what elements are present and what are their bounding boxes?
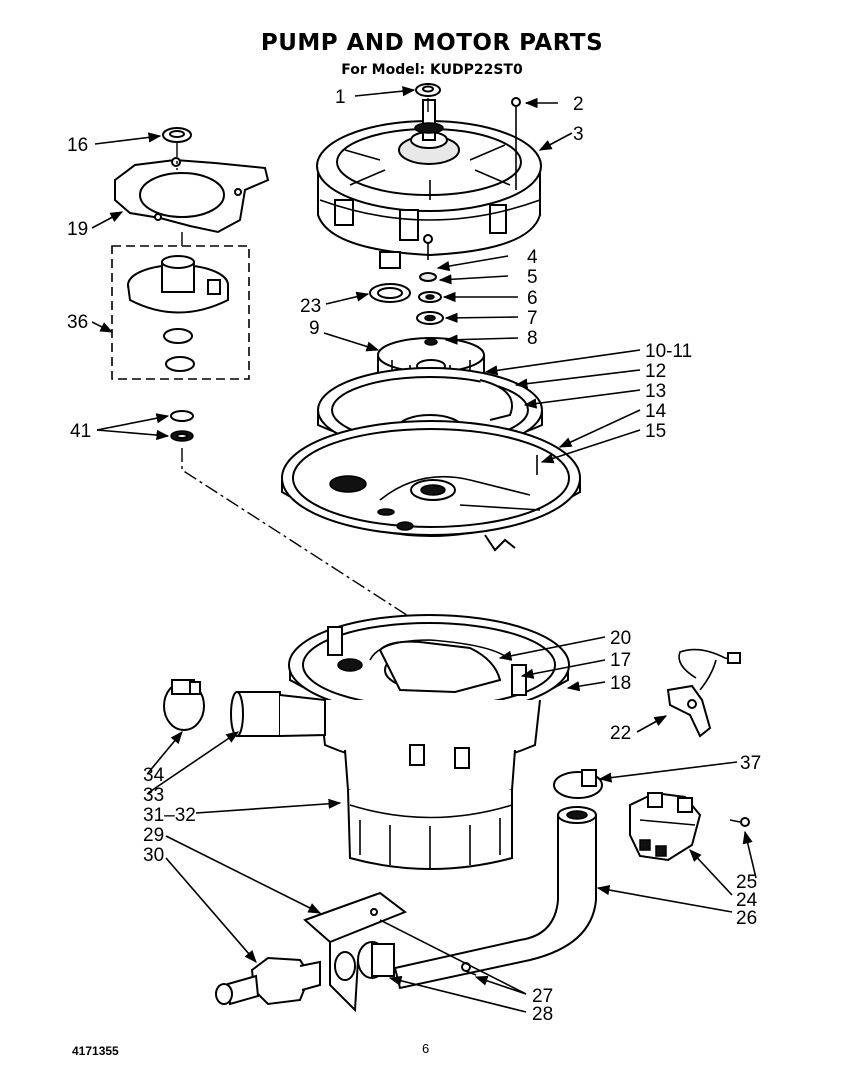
part-41-seal-rings — [170, 410, 194, 442]
callout-7: 7 — [527, 308, 538, 329]
callout-5: 5 — [527, 267, 538, 288]
part-3-motor — [316, 99, 542, 269]
callout-31-32: 31–32 — [143, 805, 196, 826]
callout-13: 13 — [645, 381, 666, 402]
part-14-base-plate — [281, 420, 581, 552]
model-subtitle: For Model: KUDP22ST0 — [341, 62, 523, 78]
part-1-washer — [415, 83, 441, 97]
callout-6: 6 — [527, 288, 538, 309]
callout-23: 23 — [300, 296, 321, 317]
page-title: PUMP AND MOTOR PARTS — [260, 30, 604, 56]
callout-33: 33 — [143, 785, 164, 806]
callout-30: 30 — [143, 845, 164, 866]
part-16-seal — [162, 127, 192, 143]
callout-25: 25 — [736, 872, 757, 893]
callout-9: 9 — [309, 318, 320, 339]
callout-41: 41 — [70, 421, 91, 442]
part-36-assembly — [111, 245, 250, 380]
callout-16: 16 — [67, 135, 88, 156]
part-24-switch — [629, 791, 702, 862]
part-5-nut — [419, 272, 437, 282]
callout-29: 29 — [143, 825, 164, 846]
callout-28: 28 — [532, 1004, 553, 1025]
callout-19: 19 — [67, 219, 88, 240]
callout-17: 17 — [610, 650, 631, 671]
part-4-screw — [423, 234, 433, 260]
part-7-seal — [416, 311, 444, 325]
part-22-sensor — [666, 648, 741, 738]
part-30-fitting — [215, 956, 321, 1006]
part-2-screw — [511, 97, 521, 190]
callout-37: 37 — [740, 753, 761, 774]
callout-8: 8 — [527, 328, 538, 349]
part-37-clamp — [553, 769, 603, 799]
callout-15: 15 — [645, 421, 666, 442]
document-number: 4171355 — [72, 1044, 119, 1058]
part-33-hose — [230, 691, 326, 737]
part-28-valve — [334, 941, 395, 981]
callout-22: 22 — [610, 723, 631, 744]
callout-20: 20 — [610, 628, 631, 649]
callout-36: 36 — [67, 312, 88, 333]
callout-24: 24 — [736, 890, 758, 911]
part-34-clamp — [163, 679, 205, 731]
callout-34: 34 — [143, 765, 165, 786]
callout-26: 26 — [736, 908, 757, 929]
page-number: 6 — [422, 1041, 430, 1056]
callout-18: 18 — [610, 673, 631, 694]
callout-1: 1 — [335, 87, 346, 108]
part-23-seal-ring — [369, 283, 411, 303]
callout-4: 4 — [527, 247, 538, 268]
part-19-gasket — [114, 157, 270, 234]
part-20-gasket — [369, 639, 511, 661]
part-26-drain-hose — [393, 806, 597, 990]
callout-2: 2 — [573, 94, 584, 115]
leader-lines — [91, 86, 757, 1013]
callout-3: 3 — [573, 124, 584, 145]
callout-labels: 1 2 3 4 5 6 7 8 9 10-11 12 13 14 15 16 1… — [67, 87, 761, 1025]
callout-14: 14 — [645, 401, 667, 422]
callout-27: 27 — [532, 986, 553, 1007]
part-25-screw — [729, 817, 750, 827]
part-31-32-housing — [319, 699, 541, 870]
part-6-washer — [418, 291, 442, 303]
callout-10-11: 10-11 — [645, 341, 692, 362]
callout-12: 12 — [645, 361, 666, 382]
